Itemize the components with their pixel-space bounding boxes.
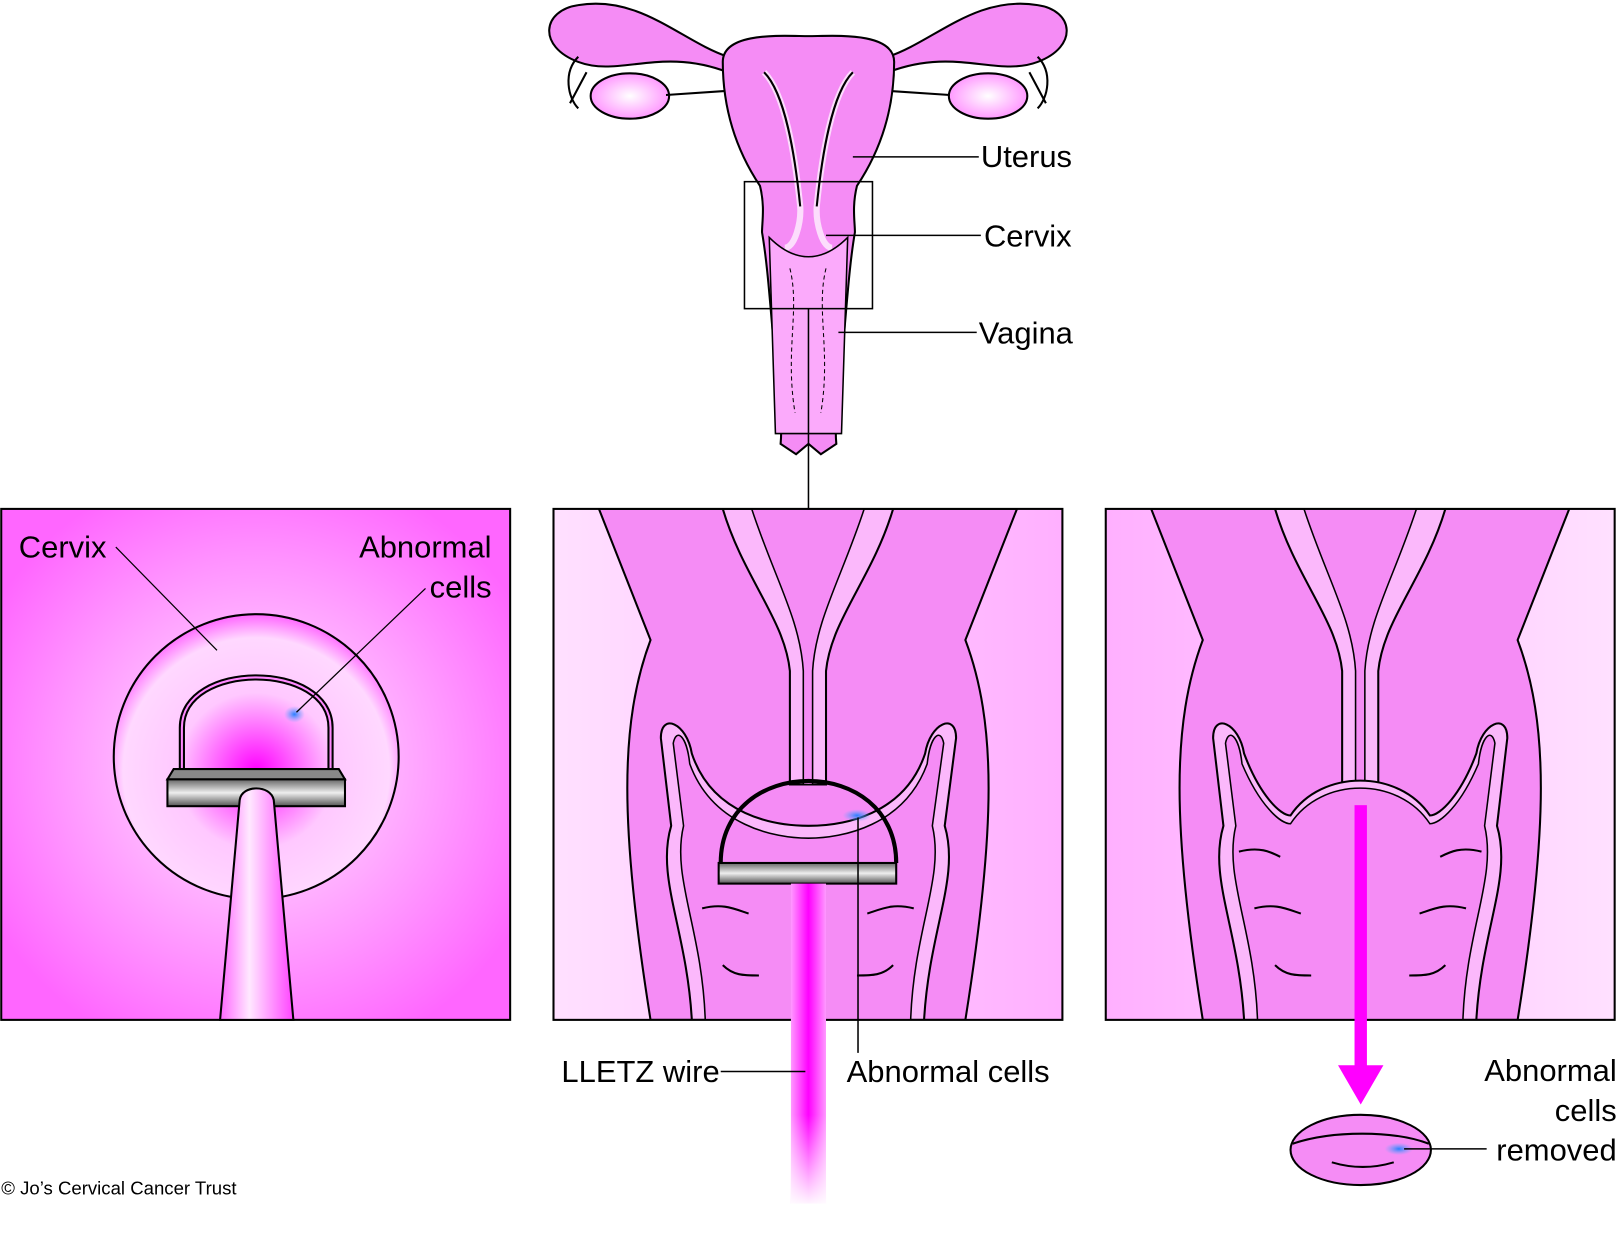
panel-left-cervix-front-view: Cervix Abnormal cells [0,507,512,1021]
left-cervix-label: Cervix [19,529,107,564]
right-ovary [947,72,1029,120]
left-abnormal-label-2: cells [430,570,492,605]
right-label-2: cells [1555,1093,1617,1128]
vagina-label: Vagina [979,316,1074,351]
middle-electrode-bar [717,861,898,885]
panel-middle-lletz-procedure: LLETZ wire Abnormal cells [552,507,1064,1208]
copyright-notice: © Jo’s Cervical Cancer Trust [1,1177,237,1198]
middle-abnormal-cells-spot [842,809,872,822]
removed-abnormal-cells-spot [1384,1142,1414,1156]
removal-arrow-shaft [1354,805,1367,1069]
cervix-label: Cervix [984,219,1072,254]
removal-arrow-head [1338,1065,1384,1105]
panel-right-after-removal: Abnormal cells removed [1104,507,1617,1187]
middle-abnormal-label: Abnormal cells [847,1054,1050,1089]
left-abnormal-label-1: Abnormal [359,529,491,564]
uterus-label: Uterus [981,139,1072,174]
removed-tissue [1289,1113,1432,1187]
middle-wire-loop [718,778,899,863]
uterus-illustration [548,2,1068,509]
left-ovary [589,72,671,120]
top-labels: Uterus Cervix Vagina [826,139,1074,351]
right-label-3: removed [1496,1132,1616,1167]
right-label-1: Abnormal [1484,1053,1616,1088]
electrode-handle [218,787,295,1021]
right-fallopian-tube [886,2,1068,74]
abnormal-cells-spot [284,706,305,723]
lletz-wire-label: LLETZ wire [561,1054,719,1089]
left-fallopian-tube [548,2,729,74]
